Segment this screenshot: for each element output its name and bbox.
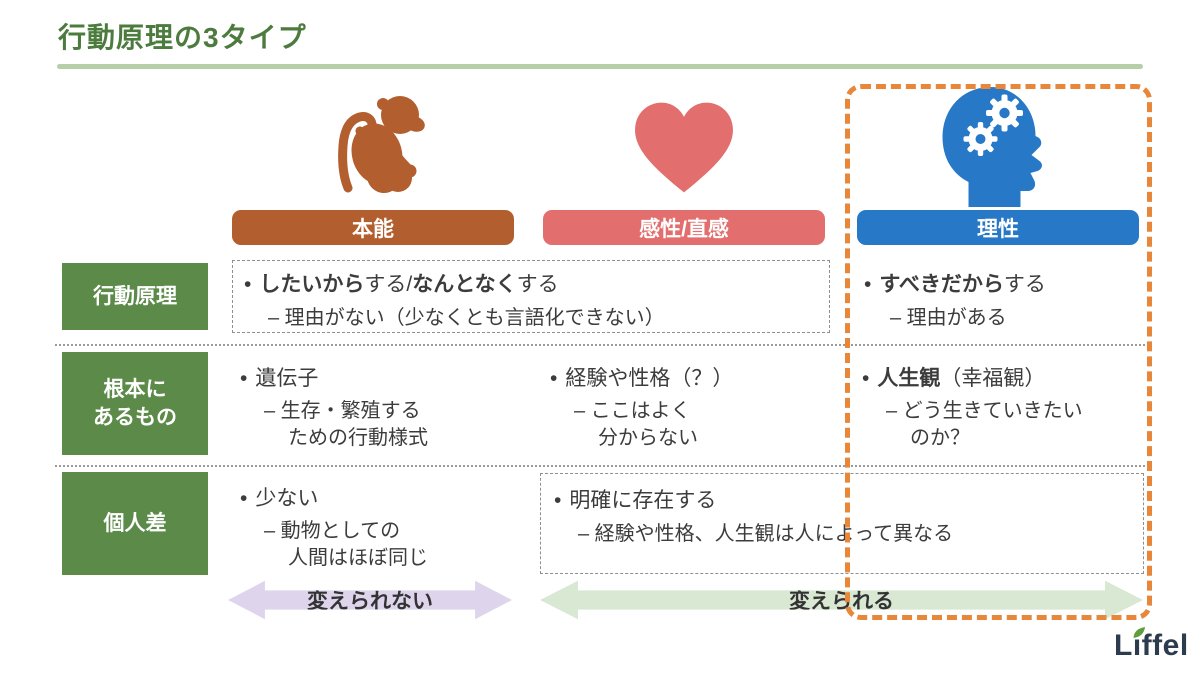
arrow-label: 変えられない	[307, 590, 433, 613]
principle-reason-sub: – 理由がある	[890, 307, 1007, 329]
bullet: •	[244, 273, 252, 296]
row-separator	[55, 465, 1145, 467]
bullet: •	[550, 367, 558, 390]
diff-instinct-sub2: 人間はほぼ同じ	[288, 547, 428, 569]
row-label-text: 根本に	[103, 378, 167, 402]
head-gears-icon	[938, 85, 1044, 212]
column-header-instinct: 本能	[232, 210, 514, 245]
bullet: •	[862, 367, 870, 390]
principle-shared-box	[232, 260, 830, 333]
leaf-icon	[1131, 624, 1148, 644]
row-label-text: 個人差	[103, 511, 167, 535]
title-underline	[57, 64, 1143, 69]
bullet: •	[864, 273, 872, 296]
row-label-principle: 行動原理	[62, 263, 208, 330]
bullet: •	[240, 487, 248, 510]
root-intuition-main: •経験や性格（？）	[550, 367, 734, 390]
heart-icon	[633, 102, 735, 202]
root-reason-sub1: – どう生きていきたい	[886, 400, 1083, 422]
arrow-changeable: 変えられる	[540, 580, 1143, 620]
root-instinct-main: •遺伝子	[240, 367, 319, 390]
principle-shared-main: •したいからする/なんとなくする	[244, 273, 559, 296]
root-instinct-sub2: ための行動様式	[288, 427, 428, 449]
arrow-not-changeable: 変えられない	[228, 580, 512, 620]
root-reason-main: •人生観（幸福観）	[862, 367, 1046, 390]
row-label-text: あるもの	[93, 405, 177, 429]
principle-shared-sub: – 理由がない（少なくとも言語化できない）	[268, 307, 665, 329]
root-intuition-sub2: 分からない	[598, 427, 698, 449]
row-label-diff: 個人差	[62, 472, 208, 575]
diff-shared-main: •明確に存在する	[554, 489, 717, 512]
row-label-text: 行動原理	[93, 284, 177, 308]
root-intuition-sub1: – ここはよく	[574, 400, 691, 422]
diff-instinct-main: •少ない	[240, 487, 319, 510]
monkey-icon	[310, 88, 440, 213]
arrow-label: 変えられる	[789, 590, 894, 613]
column-header-intuition: 感性/直感	[543, 210, 825, 245]
gear-icon	[963, 122, 998, 156]
bullet: •	[554, 489, 562, 512]
diff-shared-sub: – 経験や性格、人生観は人によって異なる	[578, 523, 954, 545]
root-instinct-sub1: – 生存・繁殖する	[264, 400, 421, 422]
gear-icon	[986, 94, 1023, 132]
row-label-root: 根本に あるもの	[62, 352, 208, 455]
row-separator	[55, 344, 1145, 346]
bullet: •	[240, 367, 248, 390]
principle-reason-main: •すべきだからする	[864, 273, 1046, 296]
root-reason-sub2: のか？	[910, 427, 970, 449]
logo-text: Liffel	[1114, 629, 1189, 662]
diff-shared-box	[540, 473, 1144, 574]
column-header-reason: 理性	[857, 210, 1139, 245]
slide-title: 行動原理の3タイプ	[58, 22, 307, 53]
diff-instinct-sub1: – 動物としての	[264, 520, 401, 542]
